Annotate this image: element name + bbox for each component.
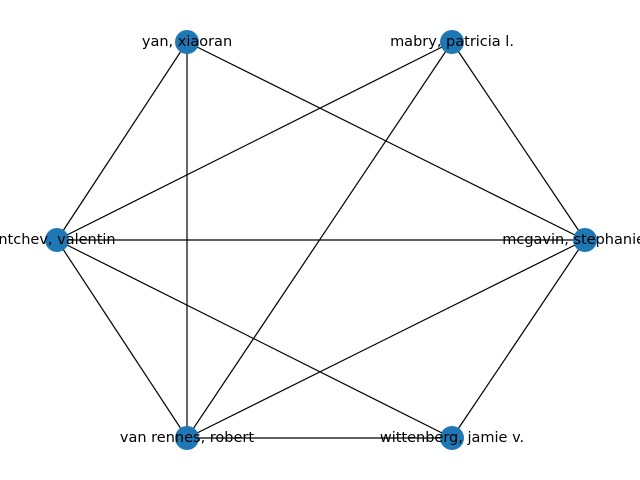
edge-mabry-valentin — [56, 41, 453, 241]
edges-layer — [56, 41, 586, 439]
node-label-valentin: ntchev, valentin — [0, 232, 116, 248]
node-label-vanrennes: van rennes, robert — [120, 430, 255, 446]
edge-mabry-mcgavin — [451, 41, 586, 241]
node-yan — [175, 30, 199, 54]
edge-mcgavin-wittenberg — [451, 239, 586, 439]
node-label-mabry: mabry, patricia l. — [390, 34, 514, 50]
node-label-yan: yan, xiaoran — [142, 34, 232, 50]
node-label-mcgavin: mcgavin, stephanie he — [502, 232, 640, 248]
edge-mcgavin-vanrennes — [186, 239, 586, 439]
edge-yan-valentin — [56, 41, 188, 241]
node-mcgavin — [573, 228, 597, 252]
node-valentin — [45, 228, 69, 252]
node-mabry — [440, 30, 464, 54]
node-vanrennes — [175, 426, 199, 450]
edge-valentin-vanrennes — [56, 239, 188, 439]
labels-layer: yan, xiaoran mabry, patricia l. ntchev, va… — [0, 34, 640, 446]
node-label-wittenberg: wittenberg, jamie v. — [380, 430, 524, 446]
nodes-layer — [45, 30, 597, 450]
edge-valentin-wittenberg — [56, 239, 453, 439]
node-wittenberg — [440, 426, 464, 450]
